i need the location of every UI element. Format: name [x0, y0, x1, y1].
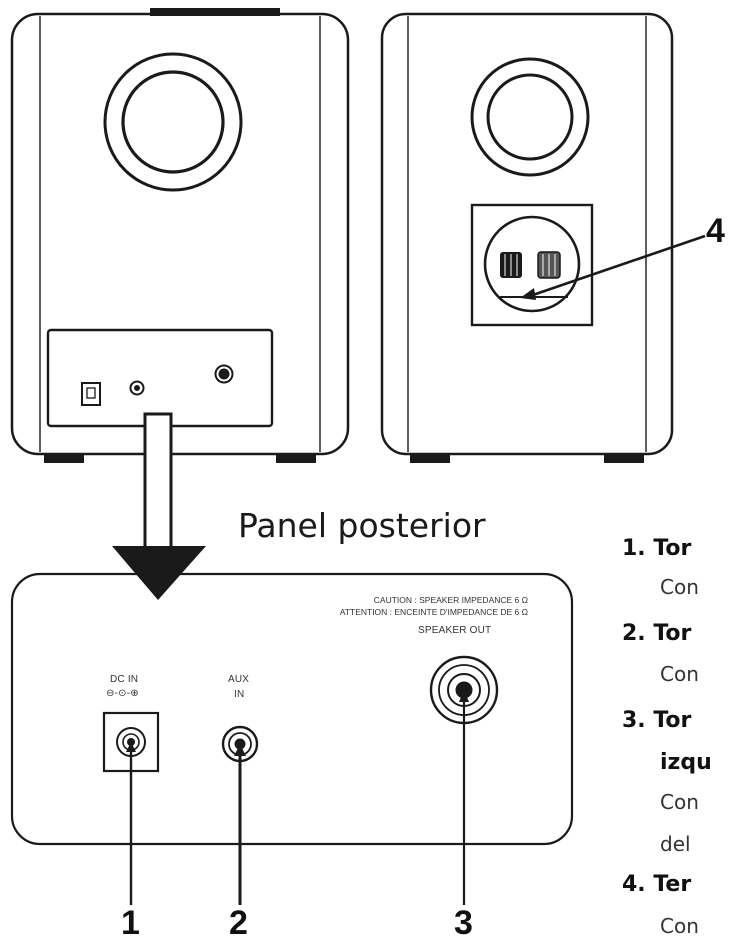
- rear-panel-detail: [10, 572, 574, 905]
- down-arrow: [112, 412, 206, 600]
- list-item-4-title: 4. Ter: [622, 872, 692, 897]
- right-speaker-rear: [380, 12, 706, 463]
- list-item-3-desc-cont: del: [660, 832, 691, 856]
- list-item-4-desc: Con: [660, 914, 699, 938]
- list-item-3-title-cont: izqu: [660, 750, 712, 775]
- aux-label-line1: AUX: [228, 674, 250, 685]
- connector-list: 1. Tor Con 2. Tor Con 3. Tor izqu Con de…: [622, 528, 734, 948]
- callout-2: 2: [229, 904, 248, 942]
- callout-3: 3: [454, 904, 473, 942]
- right-bass-port: [470, 57, 590, 177]
- left-connection-panel: [46, 328, 274, 428]
- right-terminal-panel: [470, 203, 594, 327]
- left-bass-port: [103, 52, 243, 192]
- speaker-out-label: SPEAKER OUT: [418, 625, 492, 636]
- list-item-3-desc: Con: [660, 790, 699, 814]
- dc-in-polarity: ⊖-⊙-⊕: [106, 688, 139, 699]
- callout-1: 1: [121, 904, 140, 942]
- list-item-1-title: 1. Tor: [622, 536, 692, 561]
- callout-4: 4: [706, 212, 725, 250]
- list-item-3-title: 3. Tor: [622, 708, 692, 733]
- aux-label-line2: IN: [234, 689, 245, 700]
- dc-in-label: DC IN: [110, 674, 139, 685]
- list-item-2-title: 2. Tor: [622, 621, 692, 646]
- left-speaker-rear: [10, 8, 350, 463]
- list-item-1-desc: Con: [660, 575, 699, 599]
- caution-line-1: CAUTION : SPEAKER IMPEDANCE 6 Ω: [373, 595, 528, 605]
- panel-title: Panel posterior: [238, 506, 486, 545]
- caution-line-2: ATTENTION : ENCEINTE D'IMPEDANCE DE 6 Ω: [339, 607, 528, 617]
- list-item-2-desc: Con: [660, 662, 699, 686]
